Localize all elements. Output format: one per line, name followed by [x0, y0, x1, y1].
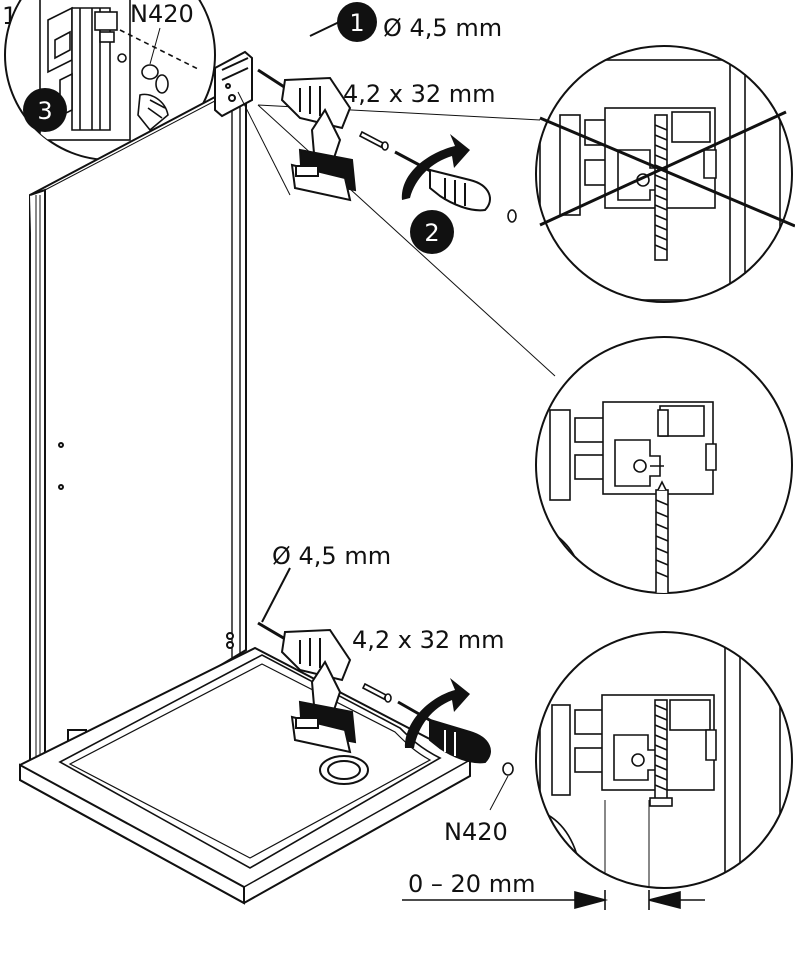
screw-icon [358, 130, 389, 151]
rotate-arrow-icon [401, 134, 470, 200]
callout-lines [237, 91, 556, 377]
rotate-arrow-icon-bottom [404, 678, 470, 748]
drill-diameter-label-bottom: Ø 4,5 mm [272, 542, 391, 570]
badge-1-label: 1 [349, 9, 364, 37]
badge-3 [23, 88, 67, 132]
screw-size-label-top: 4,2 x 32 mm [343, 80, 496, 108]
glass-panel [29, 87, 247, 771]
cross-out-icon [539, 110, 795, 228]
drill-diameter-label-top: Ø 4,5 mm [383, 14, 502, 42]
cover-cap-icon [141, 64, 159, 80]
screwdriver-icon [394, 150, 491, 212]
screw-size-label-bottom: 4,2 x 32 mm [352, 626, 505, 654]
cover-cap-icon-bottom [502, 762, 514, 776]
badge-2-label: 2 [424, 219, 439, 247]
badge-3-label: 3 [37, 97, 52, 125]
range-label: 0 – 20 mm [408, 870, 535, 898]
top-bracket [214, 50, 253, 118]
badge-2 [410, 210, 454, 254]
cover-cap-icon-top [507, 209, 517, 223]
screw-icon-bottom [361, 682, 392, 703]
zoom-detail-incorrect [535, 45, 795, 303]
zoom-detail-screwed [535, 631, 793, 889]
cap-code-label-bottom: N420 [444, 818, 508, 846]
badge-1 [337, 2, 377, 42]
zoom-detail-drilled [535, 336, 793, 594]
dimension-arrow-icon [402, 890, 705, 910]
inset-zoom-topleft: N420 3 [4, 0, 216, 161]
cordless-drill-icon-bottom [257, 567, 357, 754]
cap-code-label-top: N420 [130, 0, 194, 28]
